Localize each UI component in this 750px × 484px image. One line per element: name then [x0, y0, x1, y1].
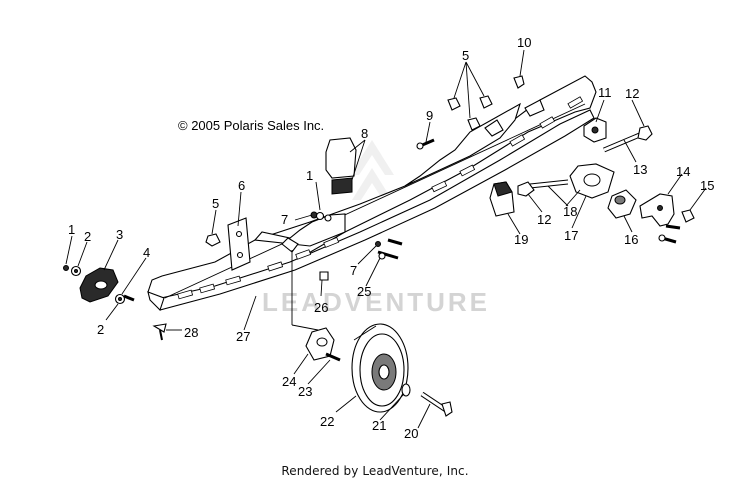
callout-21: 21 — [372, 418, 386, 433]
callout-23: 23 — [298, 384, 312, 399]
callout-13: 13 — [633, 162, 647, 177]
callout-12b: 12 — [537, 212, 551, 227]
skid-rail — [147, 75, 597, 312]
callout-18: 18 — [563, 204, 577, 219]
part-19-block — [489, 181, 515, 217]
hardware-items — [63, 75, 695, 397]
callout-24: 24 — [282, 374, 296, 389]
callout-26: 26 — [314, 300, 328, 315]
callout-20: 20 — [404, 426, 418, 441]
callout-28: 28 — [184, 325, 198, 340]
callout-16: 16 — [624, 232, 638, 247]
callout-25: 25 — [357, 284, 371, 299]
callout-labels: 1 2 3 4 2 5 6 7 8 1 9 5 10 11 12 13 12 1… — [68, 35, 714, 441]
callout-3: 3 — [116, 227, 123, 242]
part-22-wheel — [351, 323, 409, 413]
callout-2b: 2 — [97, 322, 104, 337]
part-6-plate — [227, 217, 251, 271]
callout-27: 27 — [236, 329, 250, 344]
copyright-notice: © 2005 Polaris Sales Inc. — [178, 118, 325, 133]
callout-5b: 5 — [462, 48, 469, 63]
part-14-bracket — [639, 193, 675, 227]
callout-14: 14 — [676, 164, 690, 179]
watermark-emblem — [350, 140, 394, 200]
callout-22: 22 — [320, 414, 334, 429]
callout-8: 8 — [361, 126, 368, 141]
callout-11: 11 — [598, 85, 612, 100]
callout-5: 5 — [212, 196, 219, 211]
callout-7: 7 — [281, 212, 288, 227]
callout-6: 6 — [238, 178, 245, 193]
part-16-bushing — [607, 189, 637, 219]
callout-4: 4 — [143, 245, 150, 260]
leader-lines — [65, 49, 707, 429]
callout-10: 10 — [517, 35, 531, 50]
callout-9: 9 — [426, 108, 433, 123]
part-17-housing — [529, 163, 615, 199]
callout-1b: 1 — [306, 168, 313, 183]
callout-2: 2 — [84, 229, 91, 244]
part-20-bolt — [420, 391, 453, 417]
part-24-block — [305, 327, 335, 361]
part-11-clamp — [583, 117, 607, 143]
part-13-bolt — [603, 125, 653, 153]
callout-1: 1 — [68, 222, 75, 237]
watermark-text: LEADVENTURE — [262, 287, 491, 317]
rail-upper-bracket — [253, 99, 545, 253]
callout-12: 12 — [625, 86, 639, 101]
callout-7b: 7 — [350, 263, 357, 278]
part-8-block — [325, 137, 357, 195]
footer-credit: Rendered by LeadVenture, Inc. — [281, 464, 469, 478]
callout-19: 19 — [514, 232, 528, 247]
part-3-cap — [79, 267, 119, 303]
callout-17: 17 — [564, 228, 578, 243]
callout-15: 15 — [700, 178, 714, 193]
